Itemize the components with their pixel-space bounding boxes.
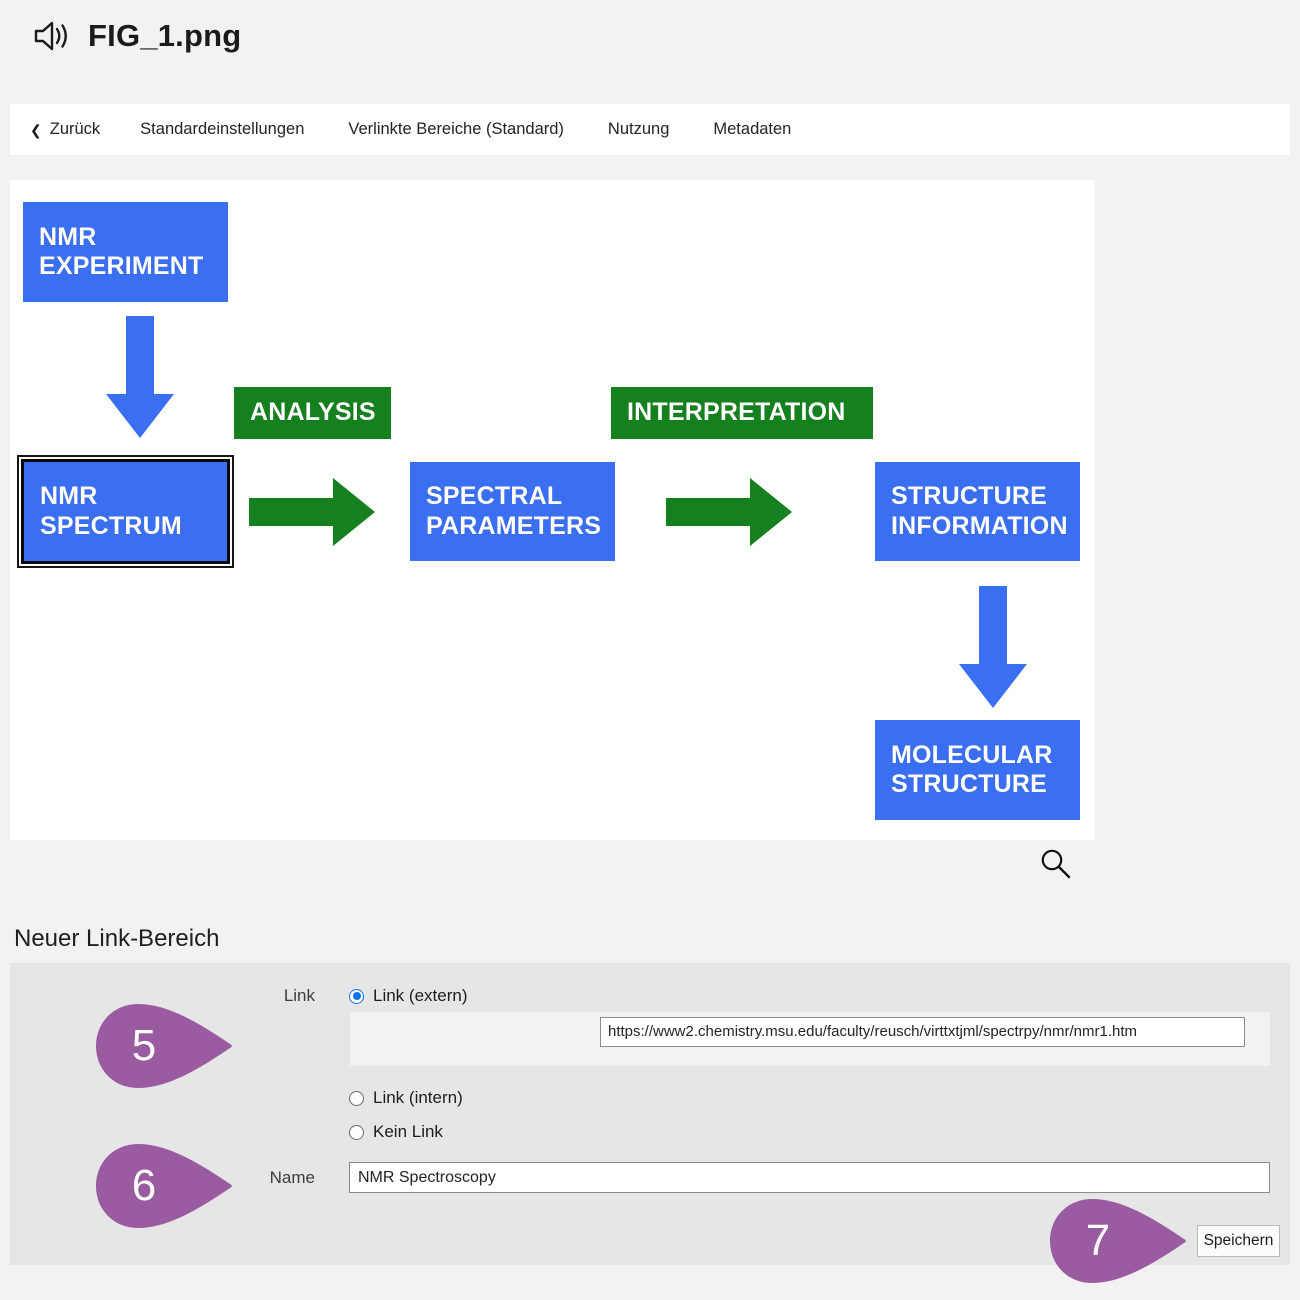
callout-marker-6: 6: [96, 1144, 236, 1228]
radio-indicator-kein-link[interactable]: [349, 1124, 364, 1140]
node-line-1: ANALYSIS: [250, 398, 376, 427]
name-input[interactable]: NMR Spectroscopy: [349, 1162, 1270, 1193]
radio-kein-link[interactable]: Kein Link: [349, 1122, 443, 1142]
diagram-node-nmr-experiment: NMR EXPERIMENT: [23, 202, 228, 302]
callout-marker-7: 7: [1050, 1199, 1190, 1283]
callout-marker-5: 5: [96, 1004, 236, 1088]
page-title: FIG_1.png: [88, 18, 242, 53]
url-input[interactable]: https://www2.chemistry.msu.edu/faculty/r…: [600, 1017, 1245, 1047]
callout-teardrop-icon: [96, 1144, 232, 1228]
arrow-down-icon-2: [959, 586, 1027, 708]
tab-verlinkte-bereiche[interactable]: Verlinkte Bereiche (Standard): [348, 120, 564, 138]
node-line-1: NMR: [40, 482, 98, 510]
node-line-1: INTERPRETATION: [627, 398, 846, 427]
tab-standardeinstellungen[interactable]: Standardeinstellungen: [140, 120, 305, 138]
node-line-2: EXPERIMENT: [39, 252, 204, 280]
back-button[interactable]: ❮ Zurück: [30, 120, 100, 139]
node-line-2: SPECTRUM: [40, 511, 182, 540]
diagram-node-interpretation: INTERPRETATION: [611, 387, 873, 439]
node-line-1: MOLECULAR: [891, 740, 1053, 769]
chevron-left-icon: ❮: [30, 121, 42, 138]
node-line-1: STRUCTURE: [891, 482, 1047, 510]
arrow-right-icon-2: [666, 478, 792, 546]
tab-bar: ❮ Zurück Standardeinstellungen Verlinkte…: [10, 104, 1290, 155]
section-heading: Neuer Link-Bereich: [14, 925, 220, 952]
diagram-node-nmr-spectrum[interactable]: NMR SPECTRUM: [21, 459, 230, 564]
diagram-node-analysis: ANALYSIS: [234, 387, 391, 439]
diagram-node-structure-information: STRUCTURE INFORMATION: [875, 462, 1080, 561]
node-line-2: PARAMETERS: [426, 511, 602, 540]
callout-teardrop-icon: [96, 1004, 232, 1088]
speaker-icon: [34, 21, 67, 51]
link-field-label: Link: [283, 986, 315, 1005]
radio-indicator-extern[interactable]: [349, 988, 364, 1004]
magnify-icon[interactable]: [1039, 847, 1073, 881]
radio-label-extern: Link (extern): [373, 986, 468, 1005]
node-line-2: INFORMATION: [891, 511, 1068, 540]
arrow-right-icon-1: [249, 478, 375, 546]
node-line-2: STRUCTURE: [891, 770, 1047, 798]
radio-label-intern: Link (intern): [373, 1088, 463, 1107]
image-toolbar: [10, 840, 1095, 888]
diagram-node-molecular-structure: MOLECULAR STRUCTURE: [875, 720, 1080, 820]
save-button[interactable]: Speichern: [1197, 1225, 1280, 1257]
callout-teardrop-icon: [1050, 1199, 1186, 1283]
radio-link-extern[interactable]: Link (extern): [349, 986, 467, 1006]
radio-label-kein-link: Kein Link: [373, 1122, 443, 1141]
back-label: Zurück: [49, 120, 101, 138]
radio-indicator-intern[interactable]: [349, 1090, 364, 1106]
page-header: FIG_1.png: [0, 0, 1300, 72]
name-field-label: Name: [269, 1168, 315, 1187]
image-preview-canvas[interactable]: NMR EXPERIMENT ANALYSIS INTERPRETATION N…: [10, 180, 1095, 840]
tab-nutzung[interactable]: Nutzung: [607, 120, 670, 138]
radio-link-intern[interactable]: Link (intern): [349, 1088, 463, 1108]
node-line-1: SPECTRAL: [426, 482, 563, 510]
arrow-down-icon-1: [106, 316, 174, 438]
diagram-node-spectral-parameters: SPECTRAL PARAMETERS: [410, 462, 615, 561]
tab-metadaten[interactable]: Metadaten: [713, 120, 792, 138]
node-line-1: NMR: [39, 222, 97, 251]
